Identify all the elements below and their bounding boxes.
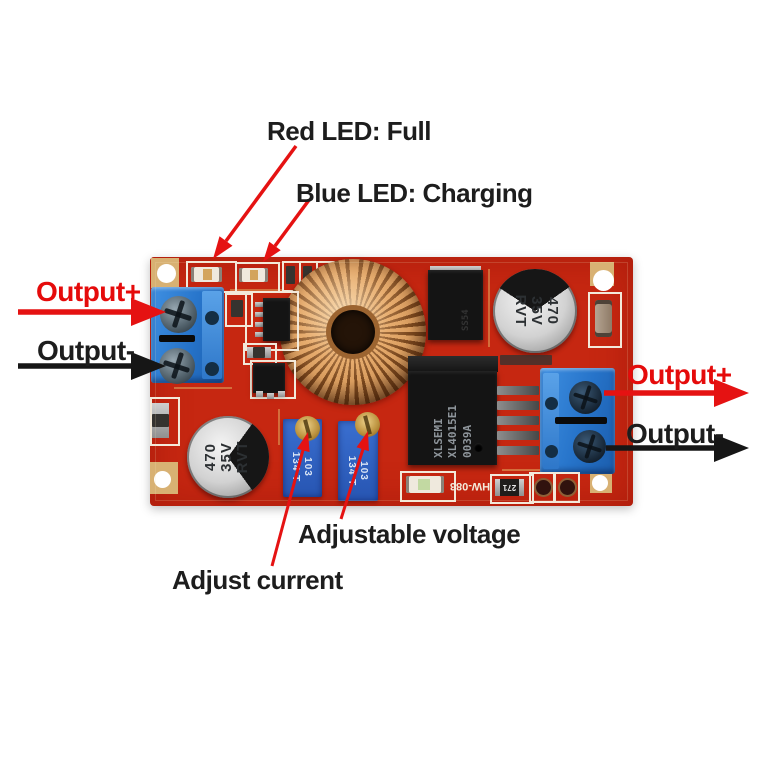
chip-pin	[497, 431, 539, 440]
silkscreen-box	[225, 293, 253, 327]
silkscreen-box-hole	[529, 472, 556, 503]
resistor-marking: 271	[500, 479, 519, 496]
smd-resistor-body	[253, 347, 265, 358]
diode-marking: SS54	[461, 309, 471, 331]
ic-pin	[255, 312, 263, 317]
ic-pin	[255, 302, 263, 307]
label-adjustable-voltage: Adjustable voltage	[298, 519, 521, 549]
terminal-divider	[159, 335, 195, 342]
solder-pads	[500, 355, 552, 365]
capacitor-right: 470 35V RVT	[493, 269, 577, 353]
capacitor-marking: 470 35V RVT	[202, 440, 251, 474]
trimpot-current-screw	[295, 416, 320, 441]
label-red-led: Red LED: Full	[267, 116, 431, 146]
terminal-flange	[543, 373, 559, 469]
capacitor-marking: 470 35V RVT	[512, 294, 562, 328]
silkscreen-box-led	[400, 471, 456, 502]
chip-pin1-dot	[474, 443, 483, 452]
pcb-trace	[278, 409, 280, 445]
capacitor-left: 470 35V RVT	[187, 416, 269, 498]
mounting-hole	[592, 475, 608, 491]
silkscreen-box	[150, 397, 180, 446]
chip-pin	[497, 401, 539, 410]
label-blue-led: Blue LED: Charging	[296, 178, 533, 208]
pcb-trace	[488, 269, 490, 347]
trimpot-marking: 103 134 T	[290, 451, 314, 483]
label-output-minus-right: Output-	[626, 418, 724, 449]
label-adjust-current: Adjust current	[172, 565, 343, 595]
terminal-screw	[573, 430, 606, 463]
silkscreen-box-resistor	[490, 474, 534, 504]
transistor-leg	[256, 391, 263, 397]
label-output-plus-left: Output+	[36, 276, 141, 307]
pcb-board: SS54 470 35V RVT XLSEMI XL4015E1 0039A 4…	[150, 257, 633, 506]
chip-pin	[497, 386, 539, 395]
chip-pin	[497, 446, 539, 455]
trimpot-voltage-screw	[355, 412, 380, 437]
toroidal-inductor	[280, 259, 426, 405]
schottky-diode: SS54	[428, 270, 483, 340]
ic-pin	[255, 322, 263, 327]
arrow-blue-led	[263, 198, 311, 262]
transistor-leg	[278, 391, 285, 397]
xl4015-chip: XLSEMI XL4015E1 0039A	[408, 371, 497, 465]
smd-component-band	[152, 414, 169, 427]
mounting-hole	[154, 471, 171, 488]
smd-resistor	[286, 266, 295, 284]
transistor	[253, 363, 285, 393]
output-terminal-right	[540, 368, 615, 474]
chip-heatsink-tab	[408, 356, 498, 372]
terminal-screw	[160, 296, 197, 333]
chip-marking: XLSEMI XL4015E1 0039A	[432, 405, 474, 458]
output-terminal-left	[151, 287, 224, 384]
chip-pin	[497, 416, 539, 425]
smd-component	[231, 300, 243, 317]
capacitor-stripe	[493, 269, 577, 353]
terminal-hole	[205, 311, 219, 325]
silkscreen-box-hole	[553, 472, 580, 503]
status-led-chip	[418, 479, 430, 490]
through-hole	[558, 478, 577, 497]
terminal-divider	[555, 417, 607, 424]
pcb-trace	[230, 289, 284, 291]
mounting-hole	[157, 264, 176, 283]
inductor-core-hole	[331, 310, 375, 354]
arrow-red-led	[213, 144, 298, 259]
silkscreen-box	[588, 292, 622, 348]
terminal-screw	[159, 348, 195, 384]
ic-pin	[255, 332, 263, 337]
red-led-chip	[203, 269, 212, 280]
board-model-silkscreen: HW-083	[449, 480, 491, 492]
capacitor-stripe	[187, 416, 269, 498]
pcb-trace	[174, 387, 232, 389]
silkscreen-box-soic	[245, 291, 299, 351]
terminal-hole	[205, 362, 219, 376]
transistor-leg	[267, 393, 274, 399]
terminal-hole	[545, 445, 558, 458]
soic-ic	[263, 298, 290, 341]
label-output-minus-left: Output-	[37, 335, 135, 366]
blue-led-chip	[250, 270, 258, 280]
label-output-plus-right: Output+	[627, 359, 732, 390]
terminal-hole	[545, 397, 558, 410]
trimpot-marking: 103 134 T	[346, 455, 370, 487]
mounting-hole	[593, 270, 614, 291]
through-hole	[534, 478, 553, 497]
pcb-trace	[502, 469, 566, 471]
terminal-screw	[569, 381, 602, 414]
melf-component	[595, 300, 612, 337]
